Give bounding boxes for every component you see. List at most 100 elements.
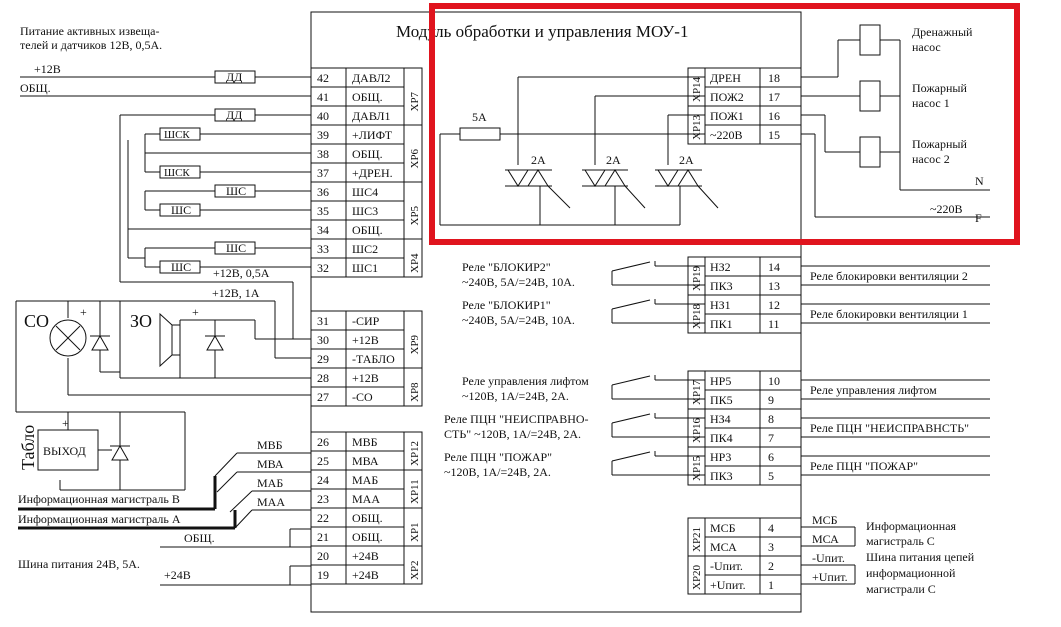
fire-pump-1-coil bbox=[859, 80, 881, 112]
info-c-wire-label: +Uпит. bbox=[812, 570, 848, 584]
fire-pump-1-label: Пожарный bbox=[912, 81, 967, 95]
pin-number: 42 bbox=[317, 71, 329, 85]
pin-signal: ШС3 bbox=[352, 204, 378, 218]
pin-signal: +12В bbox=[352, 371, 379, 385]
bus24-label: Шина питания 24В, 5А. bbox=[18, 557, 140, 571]
xp-connector-label: ХР2 bbox=[409, 560, 421, 580]
xp-connector-label: ХР8 bbox=[409, 382, 421, 402]
pin-signal: ОБЩ. bbox=[352, 223, 383, 237]
xp21-label: ХР21 bbox=[691, 527, 703, 552]
relay-label: Реле "БЛОКИР1" bbox=[462, 298, 551, 312]
zo-siren-icon bbox=[159, 312, 181, 368]
relay-pin-number: 14 bbox=[768, 260, 780, 274]
relay-xp-label: ХР17 bbox=[691, 379, 703, 405]
v220-label: ~220В bbox=[930, 202, 963, 216]
mab-wire-label: МАБ bbox=[257, 476, 283, 490]
pin-signal: ОБЩ. bbox=[352, 530, 383, 544]
dd-label-2: ДД bbox=[226, 108, 242, 122]
info-c-wire-label: МСБ bbox=[812, 513, 838, 527]
co-label: СО bbox=[24, 311, 49, 331]
info-c-label-2: магистраль С bbox=[866, 534, 935, 548]
pin-signal: ШС4 bbox=[352, 185, 378, 199]
shs-loop-2 bbox=[214, 241, 256, 255]
relay-pin-signal: ПК3 bbox=[710, 469, 733, 483]
relay-rating-label: ~120В, 1А/=24В, 2А. bbox=[462, 389, 569, 403]
module-title: Модуль обработки и управления МОУ-1 bbox=[396, 22, 688, 41]
pin-signal: МАБ bbox=[352, 473, 378, 487]
fuse-5a-label: 5А bbox=[472, 110, 487, 124]
info-c-wire-label: -Uпит. bbox=[812, 551, 845, 565]
drain-pump-label-2: насос bbox=[912, 40, 941, 54]
power-active-label-2: телей и датчиков 12В, 0,5А. bbox=[20, 38, 162, 52]
info-c-pin-number: 1 bbox=[768, 578, 774, 592]
pump-pin-number: 16 bbox=[768, 109, 780, 123]
triac-3-label: 2А bbox=[679, 153, 694, 167]
pin-number: 38 bbox=[317, 147, 329, 161]
relay-target-label: Реле ПЦН "НЕИСПРАВНСТЬ" bbox=[810, 421, 969, 435]
relay-pin-signal: ПК5 bbox=[710, 393, 733, 407]
info-c-pin-number: 3 bbox=[768, 540, 774, 554]
pin-number: 27 bbox=[317, 390, 329, 404]
pin-number: 33 bbox=[317, 242, 329, 256]
xp-connector-label: ХР6 bbox=[409, 148, 421, 168]
xp-connector-cell bbox=[403, 238, 423, 278]
shs-loop-3 bbox=[159, 203, 201, 217]
relay-pin-number: 8 bbox=[768, 412, 774, 426]
power-active-label: Питание активных извеща- bbox=[20, 24, 159, 38]
info-c-pin-number: 2 bbox=[768, 559, 774, 573]
vyhod-plus: + bbox=[62, 416, 69, 430]
info-c-pin-signal: -Uпит. bbox=[710, 559, 743, 573]
xp-connector-label: ХР9 bbox=[409, 334, 421, 354]
info-bus-wiring bbox=[18, 452, 311, 586]
relay-pin-signal: НЗ1 bbox=[710, 298, 731, 312]
relay-xp-label: ХР16 bbox=[691, 417, 703, 443]
pin-signal: ОБЩ. bbox=[352, 147, 383, 161]
info-a-label: Информационная магистраль А bbox=[18, 512, 181, 526]
pump-pin-number: 18 bbox=[768, 71, 780, 85]
pin-number: 41 bbox=[317, 90, 329, 104]
pin-number: 30 bbox=[317, 333, 329, 347]
tablo-label: Табло bbox=[18, 425, 38, 470]
relay-pin-number: 9 bbox=[768, 393, 774, 407]
relay-target-label: Реле блокировки вентиляции 2 bbox=[810, 269, 968, 283]
shsk-loop-1 bbox=[159, 127, 201, 141]
pin-signal: ОБЩ. bbox=[352, 90, 383, 104]
pin-signal: -СО bbox=[352, 390, 373, 404]
relay-pin-signal: ПК1 bbox=[710, 317, 733, 331]
pin-number: 20 bbox=[317, 549, 329, 563]
pin-signal: ШС1 bbox=[352, 261, 378, 275]
pin-number: 19 bbox=[317, 568, 329, 582]
triac-1-label: 2А bbox=[531, 153, 546, 167]
pin-number: 28 bbox=[317, 371, 329, 385]
mva-wire-label: МВА bbox=[257, 457, 284, 471]
pin-signal: МВБ bbox=[352, 435, 378, 449]
phase-label: F bbox=[975, 211, 982, 225]
info-c-pin-number: 4 bbox=[768, 521, 774, 535]
co-plus: + bbox=[80, 305, 87, 319]
drain-pump-coil bbox=[859, 24, 881, 56]
info-c-label-3: Шина питания цепей bbox=[866, 550, 975, 564]
relay-pin-signal: ПК3 bbox=[710, 279, 733, 293]
relay-label: Реле ПЦН "НЕИСПРАВНО- bbox=[444, 412, 589, 426]
vyhod-label: ВЫХОД bbox=[43, 444, 86, 458]
dd-sensor-2 bbox=[214, 108, 256, 122]
relay-xp-label: ХР18 bbox=[691, 303, 703, 329]
v12-05-label: +12В, 0,5А bbox=[213, 266, 270, 280]
relay-pin-signal: НР5 bbox=[710, 374, 731, 388]
relay-pin-signal: НЗ4 bbox=[710, 412, 731, 426]
p24-label: +24В bbox=[164, 568, 191, 582]
relay-pin-number: 12 bbox=[768, 298, 780, 312]
pin-signal: ДАВЛ1 bbox=[352, 109, 391, 123]
pin-number: 25 bbox=[317, 454, 329, 468]
relay-label: Реле "БЛОКИР2" bbox=[462, 260, 551, 274]
dd-label-1: ДД bbox=[226, 70, 242, 84]
pump-internal-wiring bbox=[439, 76, 705, 226]
fire-pump-2-label-2: насос 2 bbox=[912, 152, 950, 166]
shs-label-3: ШС bbox=[171, 203, 191, 217]
fire-pump-1-label-2: насос 1 bbox=[912, 96, 950, 110]
relay-label: Реле управления лифтом bbox=[462, 374, 589, 388]
info-c-pin-signal: МСА bbox=[710, 540, 737, 554]
drain-pump-label: Дренажный bbox=[912, 25, 973, 39]
